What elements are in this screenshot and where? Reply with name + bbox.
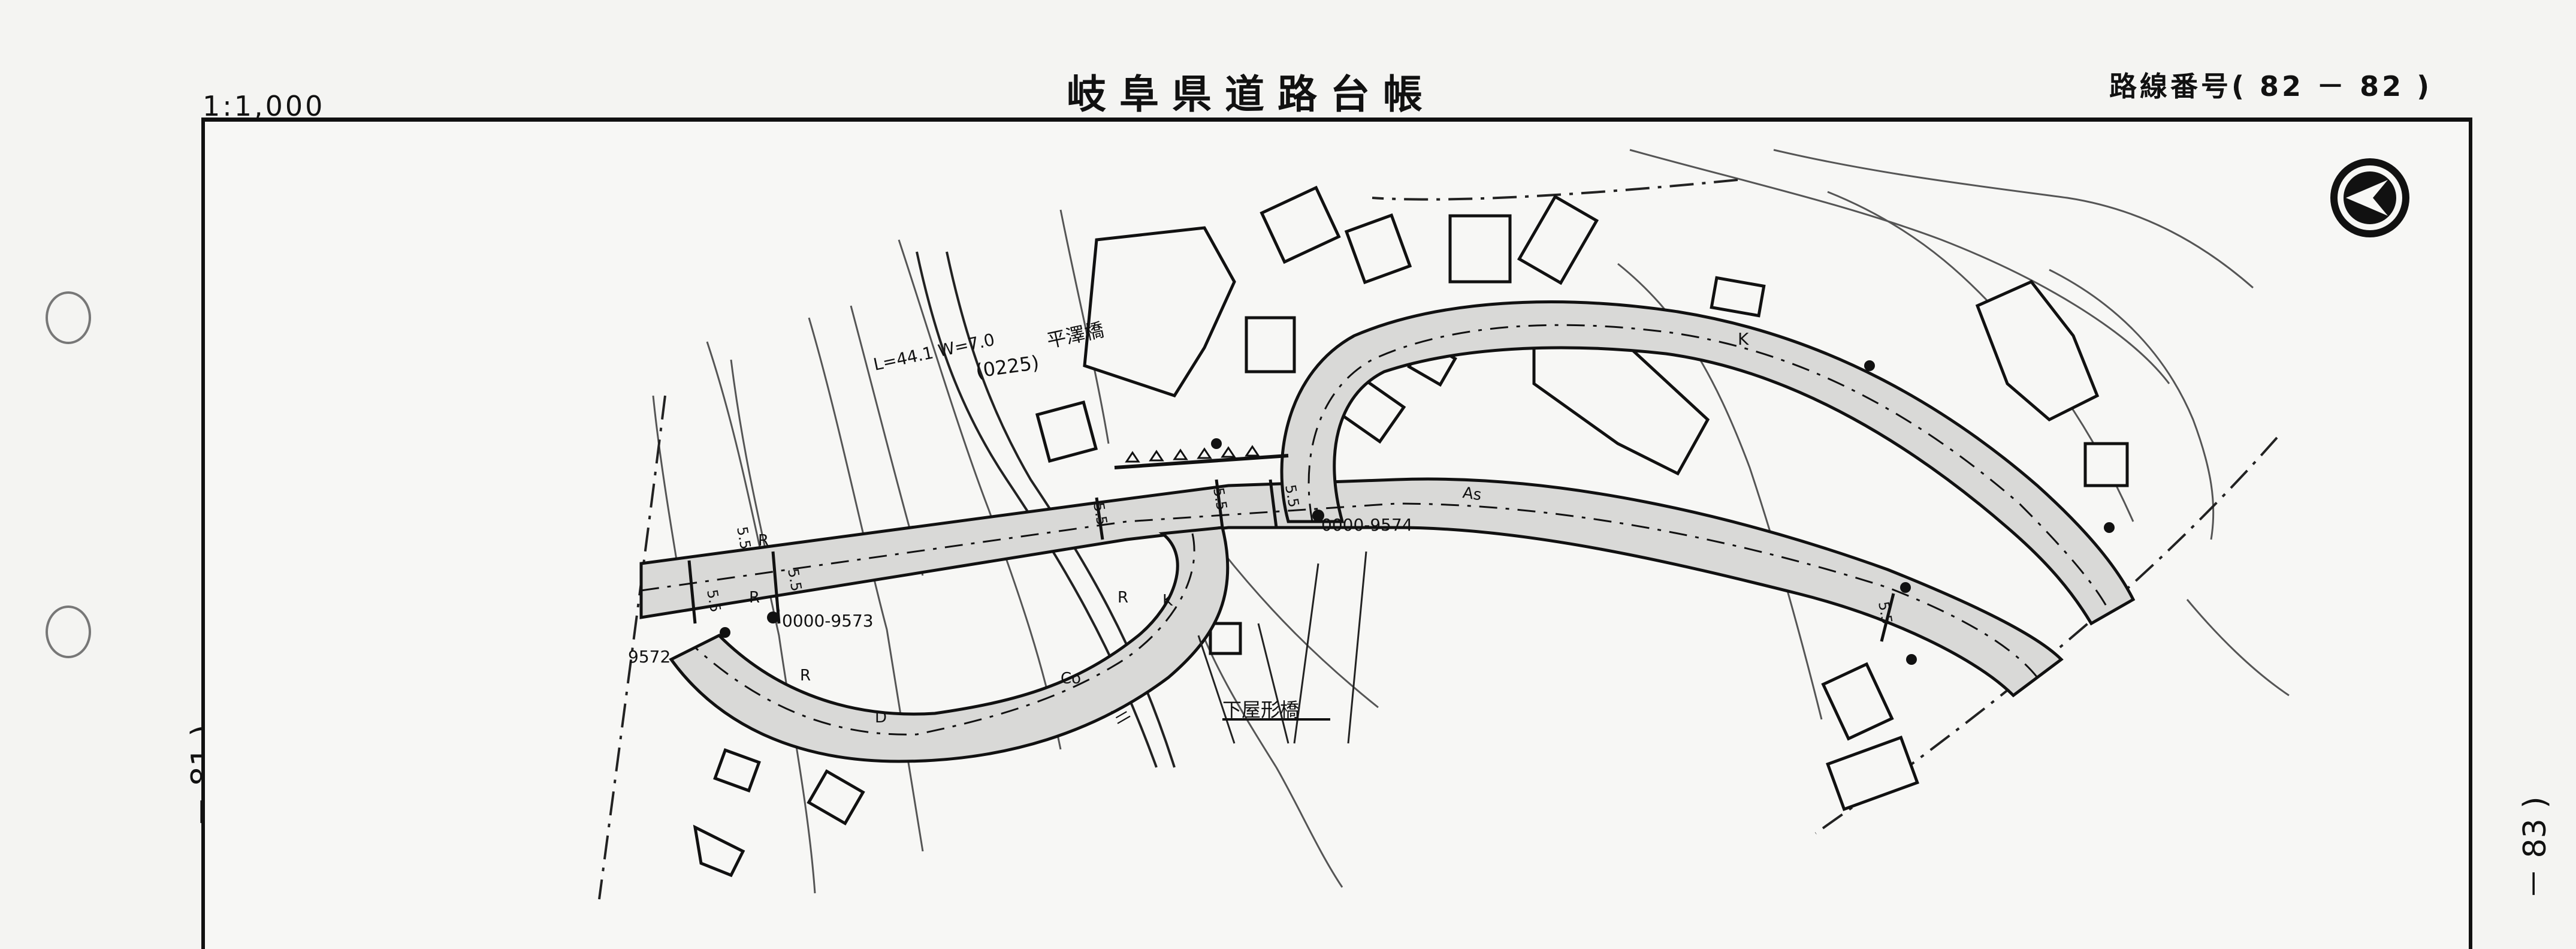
lower-bridge-name: 下屋形橋 xyxy=(1222,698,1299,721)
road-network xyxy=(639,300,2136,763)
width-mark-1: 5.5 xyxy=(703,588,724,613)
width-mark-4: 5.5 xyxy=(1210,486,1230,511)
width-mark-3: 5.5 xyxy=(1090,501,1110,526)
width-mark-2: 5.5 xyxy=(784,567,805,592)
surface-mark-r1: R xyxy=(749,589,760,607)
boundary-lines xyxy=(598,179,2278,900)
point-code-9572: 9572 xyxy=(628,647,671,667)
surface-mark-r3: R xyxy=(1118,589,1128,607)
bridge-code: (0225) xyxy=(974,351,1041,382)
surface-mark-as: As xyxy=(1461,484,1482,504)
surface-mark-k2: K xyxy=(1162,592,1173,610)
surface-mark-d: D xyxy=(875,709,887,727)
scale-label: 1:1,000 xyxy=(203,90,325,122)
control-points xyxy=(720,360,2115,665)
width-mark-5: 5.5 xyxy=(1282,483,1302,508)
surface-mark-r2: R xyxy=(800,667,811,685)
width-mark-6: 5.5 xyxy=(1875,600,1895,625)
width-mark-7: 5.5 xyxy=(733,525,754,550)
point-code-9573: 0000-9573 xyxy=(782,611,874,631)
surface-mark-k1: K xyxy=(1738,329,1749,349)
binder-hole-top xyxy=(46,291,91,344)
north-arrow-icon xyxy=(2330,158,2409,237)
point-code-9574: 0000-9574 xyxy=(1321,515,1413,535)
surface-mark-co: Co xyxy=(1061,670,1081,688)
map-sheet-title: 岐阜県道路台帳 xyxy=(1067,71,1436,118)
route-number: 路線番号( 82 － 82 ) xyxy=(2109,70,2433,103)
binder-hole-bottom xyxy=(46,605,91,658)
buildings xyxy=(693,185,2129,878)
surface-mark-r4: R xyxy=(758,532,769,550)
map-frame xyxy=(201,118,2472,949)
